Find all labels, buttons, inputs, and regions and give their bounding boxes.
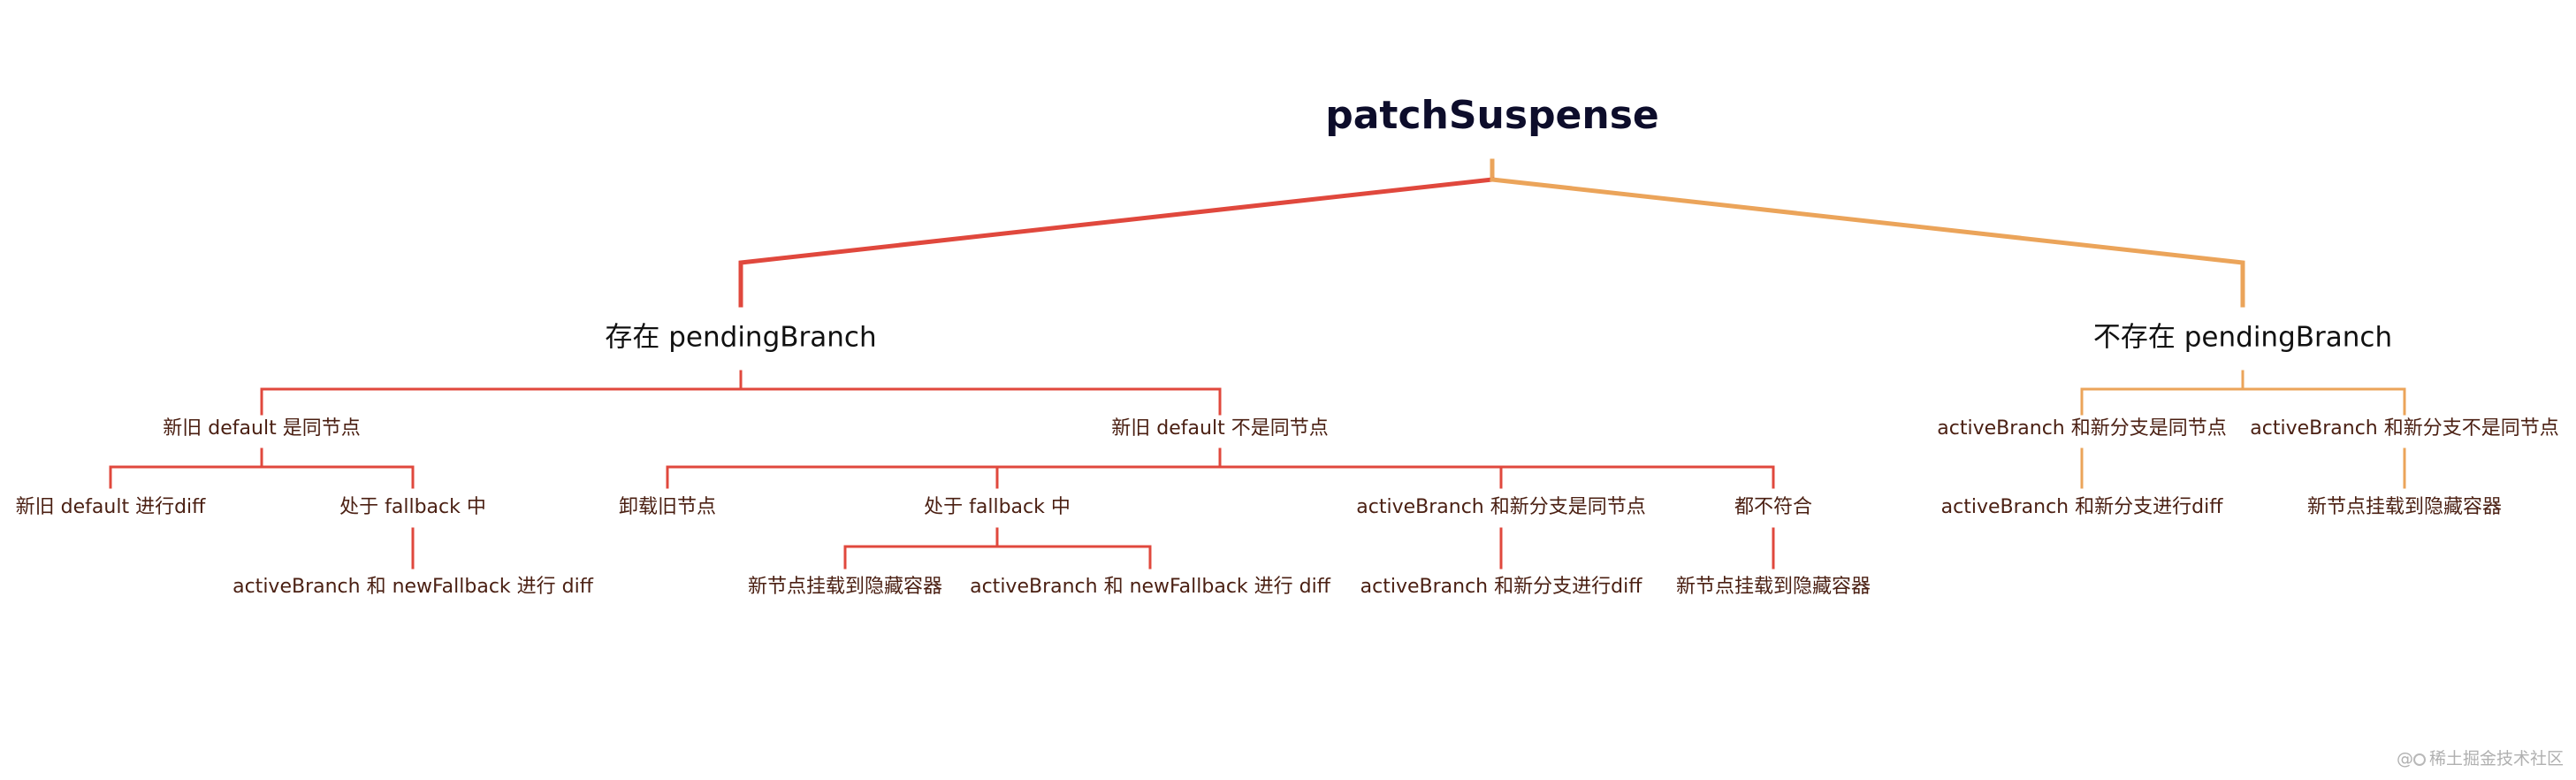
edge-nsfb-bar: [843, 545, 1152, 570]
node-same-fallback-diff: activeBranch 和 newFallback 进行 diff: [232, 576, 593, 598]
edge-root-to-exists: [738, 177, 1495, 308]
node-exists-pendingBranch: 存在 pendingBranch: [605, 321, 877, 354]
node-notsame-in-fallback: 处于 fallback 中: [924, 496, 1071, 518]
edge-same-bar: [109, 465, 415, 489]
node-not-same-default: 新旧 default 不是同节点: [1111, 417, 1329, 440]
node-ne-mount-hidden: 新节点挂载到隐藏容器: [2306, 496, 2503, 518]
node-notsame-active-same: activeBranch 和新分支是同节点: [1356, 496, 1646, 518]
watermark-text: 稀土掘金技术社区: [2428, 749, 2564, 769]
edge-exists-bar: [260, 387, 1222, 416]
watermark: @ 稀土掘金技术社区: [2397, 746, 2564, 769]
node-nonematch-mount-hidden: 新节点挂载到隐藏容器: [1675, 576, 1871, 598]
node-ne-active-diff: activeBranch 和新分支进行diff: [1940, 496, 2223, 518]
watermark-at-sign: @: [2396, 749, 2413, 769]
node-none-match: 都不符合: [1734, 496, 1813, 518]
root-node-patchSuspense: patchSuspense: [1325, 93, 1659, 138]
node-nsfb-mount-hidden: 新节点挂载到隐藏容器: [747, 576, 943, 598]
juejin-logo-icon: [2412, 753, 2426, 766]
node-not-exists-pendingBranch: 不存在 pendingBranch: [2092, 321, 2393, 354]
node-diff-default: 新旧 default 进行diff: [15, 496, 206, 518]
node-same-in-fallback: 处于 fallback 中: [339, 496, 486, 518]
node-nsfb-diff-fallback: activeBranch 和 newFallback 进行 diff: [970, 576, 1330, 598]
edge-notexists-bar: [2080, 387, 2406, 416]
edge-notsame-bar: [666, 465, 1775, 489]
node-unmount-old: 卸载旧节点: [618, 496, 717, 518]
edge-root-to-not-exists: [1490, 177, 2245, 308]
node-same-default: 新旧 default 是同节点: [163, 417, 361, 440]
node-ne-active-same: activeBranch 和新分支是同节点: [1937, 417, 2227, 440]
node-nsactive-diff: activeBranch 和新分支进行diff: [1360, 576, 1642, 598]
node-ne-active-not-same: activeBranch 和新分支不是同节点: [2250, 417, 2559, 440]
